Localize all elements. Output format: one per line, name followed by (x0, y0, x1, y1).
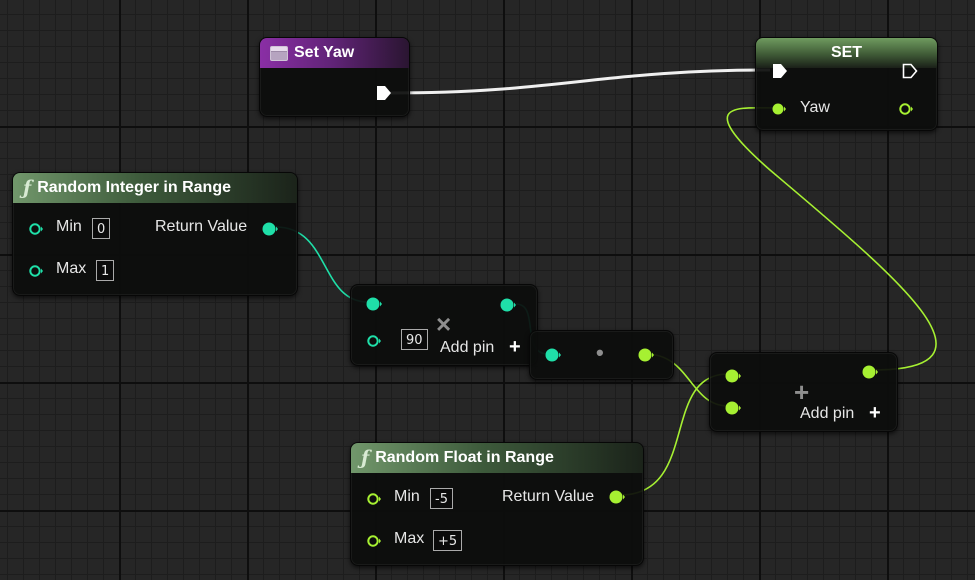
max-value-field[interactable]: +5 (433, 530, 463, 551)
multiply-output-pin[interactable] (500, 297, 516, 313)
convert-dot-icon: • (596, 340, 604, 365)
multiply-input-a-pin[interactable] (366, 296, 382, 312)
return-value-pin[interactable] (262, 221, 278, 237)
convert-input-pin[interactable] (545, 347, 561, 363)
add-pin-label[interactable]: Add pin (440, 339, 495, 356)
random-integer-header[interactable]: ƒ Random Integer in Range (13, 173, 297, 203)
add-input-a-pin[interactable] (725, 368, 741, 384)
add-pin-plus-icon[interactable]: + (869, 402, 881, 424)
add-node[interactable]: + Add pin + (709, 352, 898, 432)
max-label: Max (56, 260, 87, 277)
exec-out-pin[interactable] (375, 84, 393, 102)
max-value-field[interactable]: 1 (96, 260, 115, 281)
add-pin-label[interactable]: Add pin (800, 405, 855, 422)
exec-out-pin[interactable] (901, 62, 919, 80)
multiply-operator-icon: × (436, 309, 452, 339)
random-float-title: Random Float in Range (375, 449, 554, 466)
min-input-pin[interactable] (29, 222, 43, 236)
yaw-input-pin[interactable] (772, 102, 786, 116)
multiply-input-b-pin[interactable] (367, 334, 381, 348)
yaw-pin-label: Yaw (800, 99, 830, 116)
convert-node[interactable]: • (529, 330, 674, 380)
set-header[interactable]: SET (756, 38, 937, 68)
multiply-value-field[interactable]: 90 (401, 329, 428, 350)
yaw-output-pin[interactable] (899, 102, 913, 116)
multiply-node[interactable]: × 90 Add pin + (350, 284, 538, 366)
variable-icon (270, 45, 288, 61)
min-value-field[interactable]: 0 (92, 218, 111, 239)
function-icon: ƒ (23, 177, 32, 199)
add-input-b-pin[interactable] (725, 400, 741, 416)
min-label: Min (56, 218, 82, 235)
float-wire-add-to-yaw[interactable] (726, 106, 937, 371)
function-icon: ƒ (361, 447, 370, 469)
add-pin-plus-icon[interactable]: + (509, 336, 521, 358)
return-value-label: Return Value (155, 218, 248, 235)
add-output-pin[interactable] (862, 364, 878, 380)
set-yaw-node[interactable]: Set Yaw (259, 37, 410, 117)
min-label: Min (394, 488, 420, 505)
add-operator-icon: + (794, 377, 810, 407)
return-value-label: Return Value (502, 488, 595, 505)
min-value-field[interactable]: -5 (430, 488, 453, 509)
float-wire-random-to-add[interactable] (619, 373, 729, 496)
min-input-pin[interactable] (367, 492, 381, 506)
max-input-pin[interactable] (367, 534, 381, 548)
max-input-pin[interactable] (29, 264, 43, 278)
max-label: Max (394, 530, 425, 547)
set-yaw-title: Set Yaw (294, 44, 355, 61)
set-title: SET (830, 44, 863, 61)
random-float-header[interactable]: ƒ Random Float in Range (351, 443, 643, 473)
exec-wire[interactable] (389, 68, 771, 95)
exec-in-pin[interactable] (771, 62, 789, 80)
random-integer-title: Random Integer in Range (37, 179, 231, 196)
set-yaw-header[interactable]: Set Yaw (260, 38, 409, 68)
set-node[interactable]: SET Yaw (755, 37, 938, 131)
convert-output-pin[interactable] (638, 347, 654, 363)
return-value-pin[interactable] (609, 489, 625, 505)
random-float-node[interactable]: ƒ Random Float in Range Min -5 Max +5 Re… (350, 442, 644, 566)
random-integer-node[interactable]: ƒ Random Integer in Range Min 0 Max 1 Re… (12, 172, 298, 296)
